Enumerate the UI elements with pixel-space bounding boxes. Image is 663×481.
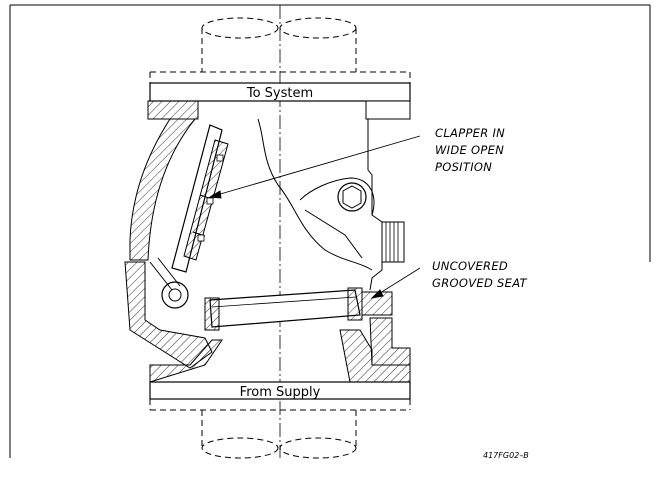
clapper-callout-line2: WIDE OPEN	[435, 143, 504, 157]
body-right-wall	[257, 118, 383, 291]
hinge-pin	[149, 257, 189, 309]
from-supply-label: From Supply	[240, 385, 321, 400]
to-system-label: To System	[246, 86, 313, 101]
lower-flange-outline	[149, 399, 411, 411]
body-left-wall	[129, 118, 197, 261]
hex-plug	[337, 182, 367, 212]
side-port	[381, 221, 405, 263]
upper-flange-outline	[149, 71, 411, 83]
body-right-mid	[369, 317, 411, 366]
seat-callout-line1: UNCOVERED	[432, 259, 508, 273]
drawing-frame	[9, 4, 651, 458]
upper-pipe	[201, 17, 357, 72]
clapper-callout-line3: POSITION	[435, 160, 492, 174]
lower-flange	[149, 381, 411, 400]
clapper-callout-line1: CLAPPER IN	[435, 126, 505, 140]
clapper-disc	[171, 124, 229, 273]
body-left-lower	[124, 261, 213, 369]
lower-pipe	[201, 410, 357, 459]
callout-leaders	[208, 135, 421, 299]
seat-callout-line2: GROOVED SEAT	[432, 276, 528, 290]
figure-code: 417FG02–B	[483, 451, 529, 460]
seat-ring	[204, 287, 393, 331]
